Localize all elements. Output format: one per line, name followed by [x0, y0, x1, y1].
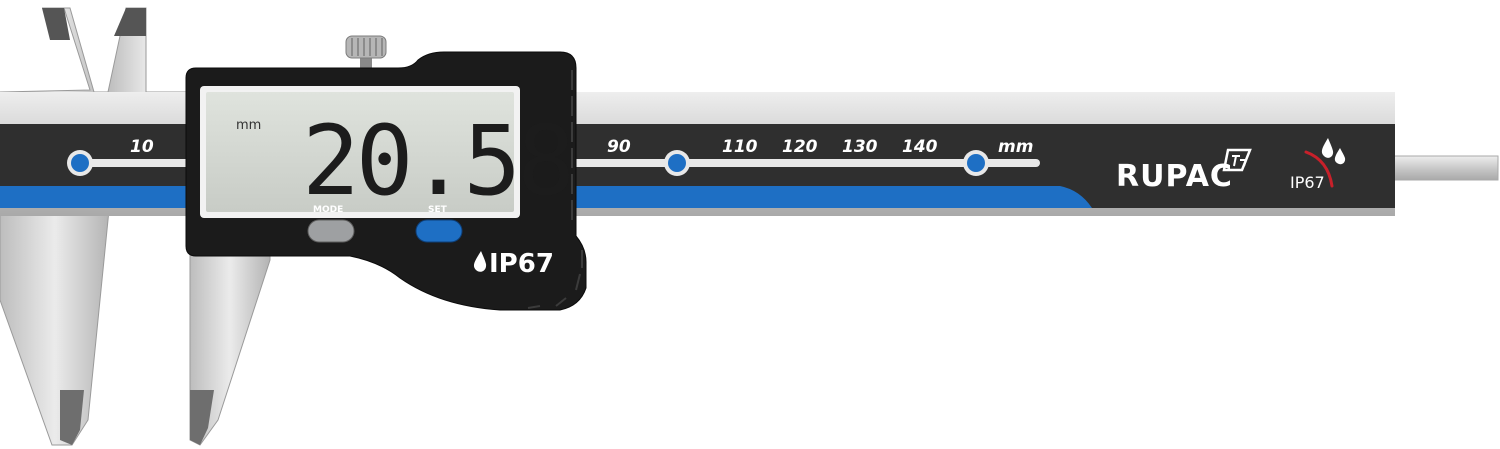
- housing-grip-ridges: [527, 70, 583, 309]
- scale-dots: [67, 150, 989, 176]
- ip-rating-large: IP67: [489, 249, 554, 279]
- scale-label-110: 110: [722, 137, 758, 157]
- mode-button-label: MODE: [313, 205, 343, 215]
- lcd-screen: [206, 92, 514, 212]
- rating-arc-icon: [1304, 150, 1334, 188]
- scale-dot: [71, 154, 89, 172]
- scale-label-140: 140: [902, 137, 938, 157]
- scale-label-10: 10: [130, 137, 154, 157]
- water-drop-icon: [473, 251, 487, 272]
- depth-rod: [1389, 155, 1499, 181]
- ip-rating-small: IP67: [1290, 173, 1325, 192]
- slider-lower-jaw-tip: [190, 390, 214, 445]
- scale-label-130: 130: [842, 137, 878, 157]
- fixed-upper-jaw-tip: [42, 8, 70, 40]
- brand-name: RUPAC: [1116, 159, 1233, 194]
- scale-label-120: 120: [782, 137, 818, 157]
- brand-logo-icon: [1222, 148, 1252, 172]
- slider-upper-jaw-tip: [114, 8, 146, 36]
- mode-button[interactable]: [307, 219, 355, 243]
- set-button-label: SET: [428, 205, 448, 215]
- fixed-lower-jaw-tip: [60, 390, 84, 445]
- lcd-unit-label: mm: [236, 118, 261, 133]
- set-button[interactable]: [415, 219, 463, 243]
- lcd-reading: 20.58: [302, 105, 571, 217]
- scale-dot: [967, 154, 985, 172]
- fixed-lower-jaw: [0, 199, 111, 446]
- scale-label-90: 90: [607, 137, 631, 157]
- scale-unit-label: mm: [998, 137, 1033, 157]
- water-drops-icon: [1321, 138, 1346, 165]
- scale-dot: [668, 154, 686, 172]
